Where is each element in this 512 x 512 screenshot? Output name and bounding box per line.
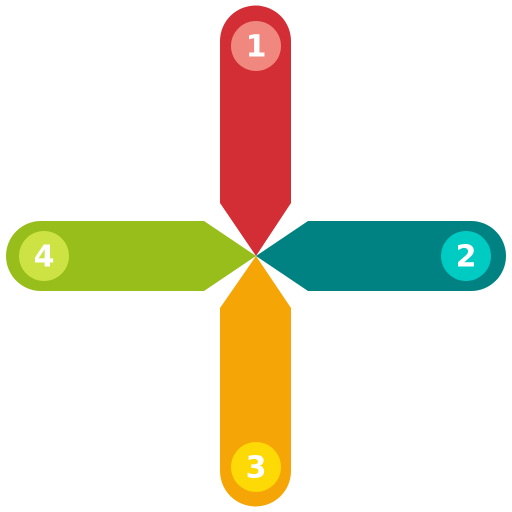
arm-2-shape — [256, 221, 506, 291]
arm-1-top: 1 — [220, 5, 291, 257]
arm-1-badge — [231, 21, 281, 71]
arm-4-number: 4 — [34, 240, 55, 275]
arm-3-badge — [231, 442, 281, 492]
arm-1-number: 1 — [246, 30, 267, 65]
arm-4-badge — [19, 231, 69, 281]
arm-4-shape — [6, 221, 256, 291]
arm-2-badge — [441, 231, 491, 281]
arm-2-right: 2 — [256, 221, 506, 291]
arm-2-number: 2 — [456, 240, 477, 275]
arm-3-number: 3 — [246, 451, 267, 486]
arm-1-shape — [220, 5, 291, 257]
arm-3-shape — [220, 256, 291, 507]
arm-3-bottom: 3 — [220, 256, 291, 507]
arm-4-left: 4 — [6, 221, 256, 291]
